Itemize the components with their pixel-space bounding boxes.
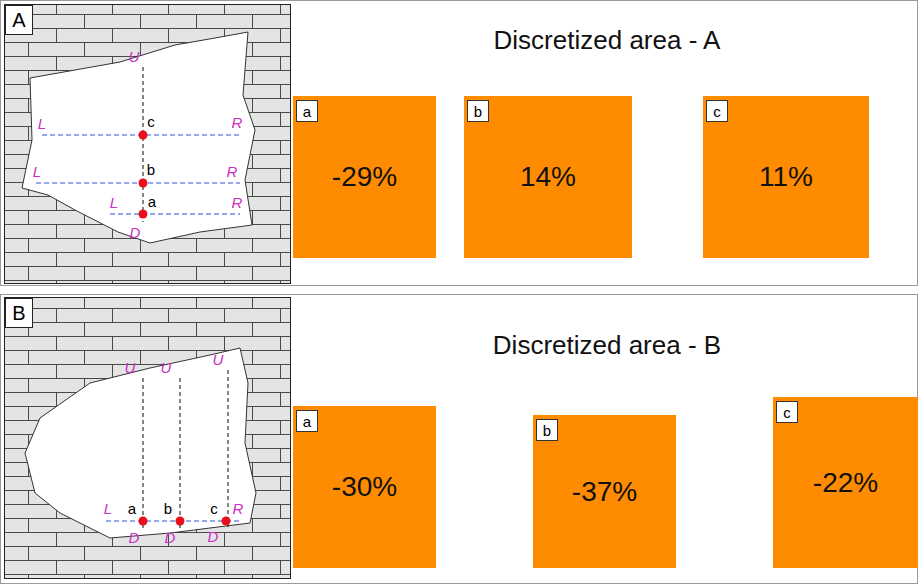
illustration-border [5,298,291,579]
result-box: -22% c [773,397,918,568]
wall-illustration [5,298,290,578]
point [139,131,148,140]
percentage-value: 11% [759,161,813,193]
point-label: c [210,501,218,518]
direction-label: D [129,530,140,547]
point [176,517,185,526]
panel-frame [1,295,918,584]
panel-letter-box: A [5,5,33,35]
direction-label: D [130,225,141,242]
result-box: -37% b [533,415,676,568]
wall-illustration [5,5,290,283]
percentage-value: -37% [572,476,637,508]
percentage-value: 14% [520,161,576,193]
point-label: c [147,114,155,131]
direction-label: L [33,164,41,181]
point [139,179,148,188]
horizontal-line [110,213,240,214]
horizontal-line [36,182,240,183]
direction-label: L [104,501,112,518]
damaged-area [25,348,256,538]
panel-title: Discretized area - A [494,26,721,55]
point-label: a [128,501,136,518]
point-tag-box: b [536,419,558,441]
point-label: b [164,501,172,518]
direction-label: R [232,115,243,132]
point-letter: c [783,404,791,421]
illustration-border [5,5,291,284]
point-label: a [148,194,156,211]
point-letter: b [474,103,482,120]
point [139,210,148,219]
point-tag-box: c [706,100,728,122]
direction-label: L [38,116,46,133]
panel-title: Discretized area - B [493,331,721,360]
direction-label: R [233,501,244,518]
direction-label: U [129,49,140,66]
point [222,517,231,526]
point-label: b [147,162,155,179]
direction-label: U [125,360,136,377]
discretization-lines [106,370,242,528]
point-letter: b [543,422,551,439]
percentage-value: -29% [332,161,397,193]
direction-label: U [161,360,172,377]
direction-label: L [110,195,118,212]
damaged-area [22,32,255,243]
point-letter: B [12,302,25,325]
percentage-value: -22% [813,467,878,499]
vertical-line [142,67,143,222]
direction-label: R [227,164,238,181]
panel-letter-box: B [5,298,33,328]
brick-wall [5,298,290,578]
point-tag-box: c [776,401,798,423]
result-box: 14% b [464,96,632,258]
direction-label: R [232,195,243,212]
panel-frame [1,1,918,286]
vertical-line [179,378,180,528]
point-tag-box: b [467,100,489,122]
percentage-value: -30% [332,471,397,503]
vertical-line [142,378,143,528]
result-box: -29% a [293,96,436,258]
point-letter: a [303,413,311,430]
direction-label: D [165,530,176,547]
point-letter: c [713,103,721,120]
result-box: -30% a [293,406,436,568]
vertical-line [227,370,228,527]
brick-wall [5,5,290,283]
direction-label: U [213,352,224,369]
point-letter: a [303,103,311,120]
direction-label: D [208,529,219,546]
point [139,517,148,526]
result-box: 11% c [703,96,869,258]
point-tag-box: a [296,410,318,432]
point-letter: A [12,9,25,32]
discretization-lines [36,67,240,222]
point-tag-box: a [296,100,318,122]
